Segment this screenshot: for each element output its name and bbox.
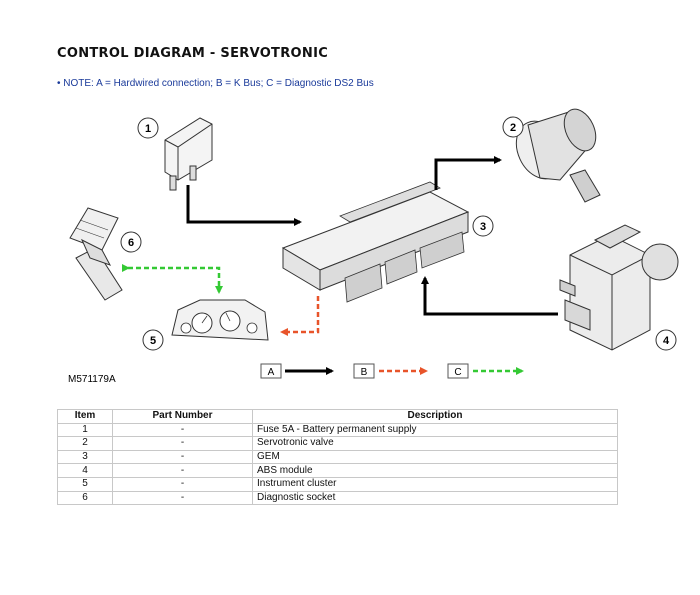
cell-part-number: - xyxy=(112,476,253,492)
cell-part-number: - xyxy=(112,449,253,465)
cell-part-number: - xyxy=(112,422,253,438)
cell-item: 1 xyxy=(57,422,113,438)
table-row: 3 - GEM xyxy=(57,449,618,465)
table-row: 6 - Diagnostic socket xyxy=(57,490,618,506)
connection-abs-to-gem xyxy=(421,276,558,316)
connection-gem-to-valve xyxy=(434,156,502,190)
svg-text:2: 2 xyxy=(510,122,516,134)
cell-item: 6 xyxy=(57,490,113,506)
instrument-cluster-component xyxy=(171,299,269,341)
cell-description: Diagnostic socket xyxy=(252,490,618,506)
control-diagram: 1 2 3 4 5 6 M571179A A B C xyxy=(68,108,679,385)
callout-1: 1 xyxy=(137,117,159,139)
svg-text:C: C xyxy=(454,367,461,378)
callout-5: 5 xyxy=(142,329,164,351)
servotronic-valve-component xyxy=(515,108,601,203)
callout-4: 4 xyxy=(655,329,677,351)
connection-fuse-to-gem xyxy=(186,185,302,226)
cell-item: 2 xyxy=(57,436,113,451)
callout-2: 2 xyxy=(502,116,524,138)
table-row: 1 - Fuse 5A - Battery permanent supply xyxy=(57,422,618,438)
connection-socket-to-cluster-ds2 xyxy=(122,264,223,294)
svg-text:B: B xyxy=(361,367,368,378)
cell-item: 5 xyxy=(57,476,113,492)
table-row: 4 - ABS module xyxy=(57,463,618,478)
parts-table: Item Part Number Description 1 - Fuse 5A… xyxy=(57,409,618,506)
cell-description: Servotronic valve xyxy=(252,436,618,451)
cell-part-number: - xyxy=(112,463,253,478)
legend-item-c: C xyxy=(447,363,524,379)
table-header-row: Item Part Number Description xyxy=(57,409,618,424)
cell-part-number: - xyxy=(112,490,253,506)
diagnostic-socket-component xyxy=(69,207,123,301)
cell-description: GEM xyxy=(252,449,618,465)
cell-description: ABS module xyxy=(252,463,618,478)
svg-text:1: 1 xyxy=(145,123,151,135)
cell-item: 4 xyxy=(57,463,113,478)
header-item: Item xyxy=(57,409,113,424)
svg-text:6: 6 xyxy=(128,237,134,249)
fuse-component xyxy=(164,117,213,191)
cell-part-number: - xyxy=(112,436,253,451)
callout-3: 3 xyxy=(472,215,494,237)
legend-item-a: A xyxy=(260,363,334,379)
connection-gem-to-cluster-kbus xyxy=(280,296,320,336)
legend-item-b: B xyxy=(353,363,428,379)
cell-item: 3 xyxy=(57,449,113,465)
cell-description: Fuse 5A - Battery permanent supply xyxy=(252,422,618,438)
reference-code: M571179A xyxy=(68,374,116,385)
callout-6: 6 xyxy=(120,231,142,253)
svg-text:5: 5 xyxy=(150,335,156,347)
svg-text:4: 4 xyxy=(663,335,670,347)
table-row: 5 - Instrument cluster xyxy=(57,476,618,492)
gem-module-component xyxy=(281,181,470,303)
svg-text:3: 3 xyxy=(480,221,486,233)
legend: A B C xyxy=(260,363,524,379)
abs-module-component xyxy=(559,224,679,351)
header-description: Description xyxy=(252,409,618,424)
header-part-number: Part Number xyxy=(112,409,253,424)
note-text: • NOTE: A = Hardwired connection; B = K … xyxy=(57,78,374,89)
page-title: CONTROL DIAGRAM - SERVOTRONIC xyxy=(57,46,329,61)
cell-description: Instrument cluster xyxy=(252,476,618,492)
svg-text:A: A xyxy=(268,367,275,378)
table-row: 2 - Servotronic valve xyxy=(57,436,618,451)
